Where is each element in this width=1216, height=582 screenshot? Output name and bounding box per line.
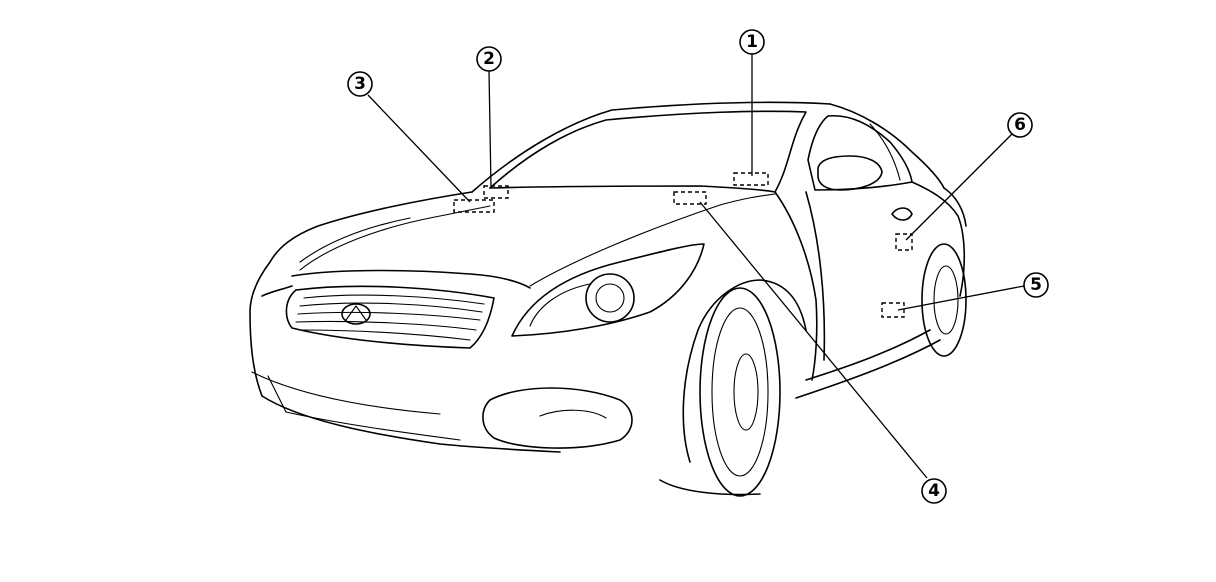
location-marker-1 — [733, 172, 769, 186]
callout-label: 4 — [928, 481, 940, 501]
callout-4: 4 — [921, 478, 947, 504]
callout-5: 5 — [1023, 272, 1049, 298]
callout-6: 6 — [1007, 112, 1033, 138]
callout-3: 3 — [347, 71, 373, 97]
location-marker-5 — [881, 302, 905, 318]
location-marker-3 — [453, 199, 495, 213]
callout-label: 5 — [1030, 275, 1042, 295]
car-outline — [249, 101, 967, 497]
location-markers — [453, 172, 913, 318]
callout-label: 1 — [746, 32, 758, 52]
callout-label: 3 — [354, 74, 366, 94]
callout-label: 2 — [483, 49, 495, 69]
callout-circle — [739, 29, 765, 55]
callout-1: 1 — [739, 29, 765, 55]
location-marker-6 — [895, 233, 913, 251]
callout-label: 6 — [1014, 115, 1026, 135]
callout-2: 2 — [476, 46, 502, 72]
callout-circle — [921, 478, 947, 504]
location-marker-2 — [483, 185, 509, 199]
callout-circle — [1023, 272, 1049, 298]
callout-circle — [347, 71, 373, 97]
location-marker-4 — [673, 191, 707, 205]
callout-circle — [476, 46, 502, 72]
leader-lines — [367, 54, 1025, 479]
callout-circle — [1007, 112, 1033, 138]
